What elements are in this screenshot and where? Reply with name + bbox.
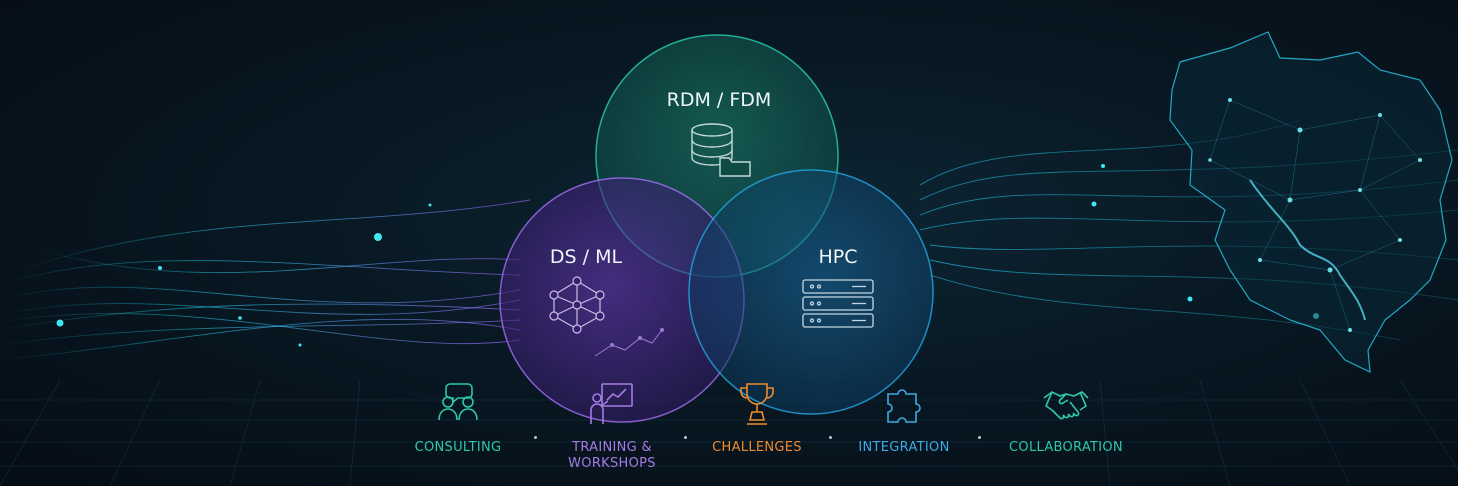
floor-grid [0, 379, 1458, 486]
separator-dot [978, 436, 981, 439]
puzzle-piece-icon [887, 389, 921, 423]
handshake-icon [1043, 391, 1089, 420]
trend-line-icon [594, 328, 664, 357]
feature-consulting: CONSULTING [383, 380, 533, 456]
right-wave-nodes [1091, 164, 1319, 319]
venn-label-dsml: DS / ML [550, 246, 623, 268]
presentation-board-icon [590, 383, 633, 424]
feature-label-training: TRAINING & WORKSHOPS [568, 440, 656, 471]
venn-label-rdm: RDM / FDM [667, 89, 772, 111]
feature-challenges: CHALLENGES [682, 380, 832, 456]
feature-training: TRAINING & WORKSHOPS [537, 380, 687, 472]
database-folder-icon [691, 123, 751, 177]
network-map-icon [1169, 31, 1453, 373]
feature-collaboration: COLLABORATION [991, 380, 1141, 456]
right-data-waves [919, 119, 1458, 341]
feature-label-integration: INTEGRATION [858, 440, 950, 455]
feature-label-collaboration: COLLABORATION [1009, 440, 1123, 455]
left-data-waves [0, 199, 531, 361]
consulting-people-icon [438, 383, 478, 421]
left-wave-nodes [56, 203, 432, 347]
separator-dot [684, 436, 687, 439]
venn-label-hpc: HPC [818, 246, 857, 268]
separator-dot [829, 436, 832, 439]
venn-circle-hpc [688, 169, 934, 415]
server-rack-icon [802, 279, 874, 328]
trophy-icon [740, 383, 774, 425]
feature-label-challenges: CHALLENGES [712, 440, 802, 455]
feature-integration: INTEGRATION [829, 380, 979, 456]
separator-dot [534, 436, 537, 439]
feature-label-consulting: CONSULTING [414, 440, 502, 455]
neural-network-icon [549, 276, 605, 334]
